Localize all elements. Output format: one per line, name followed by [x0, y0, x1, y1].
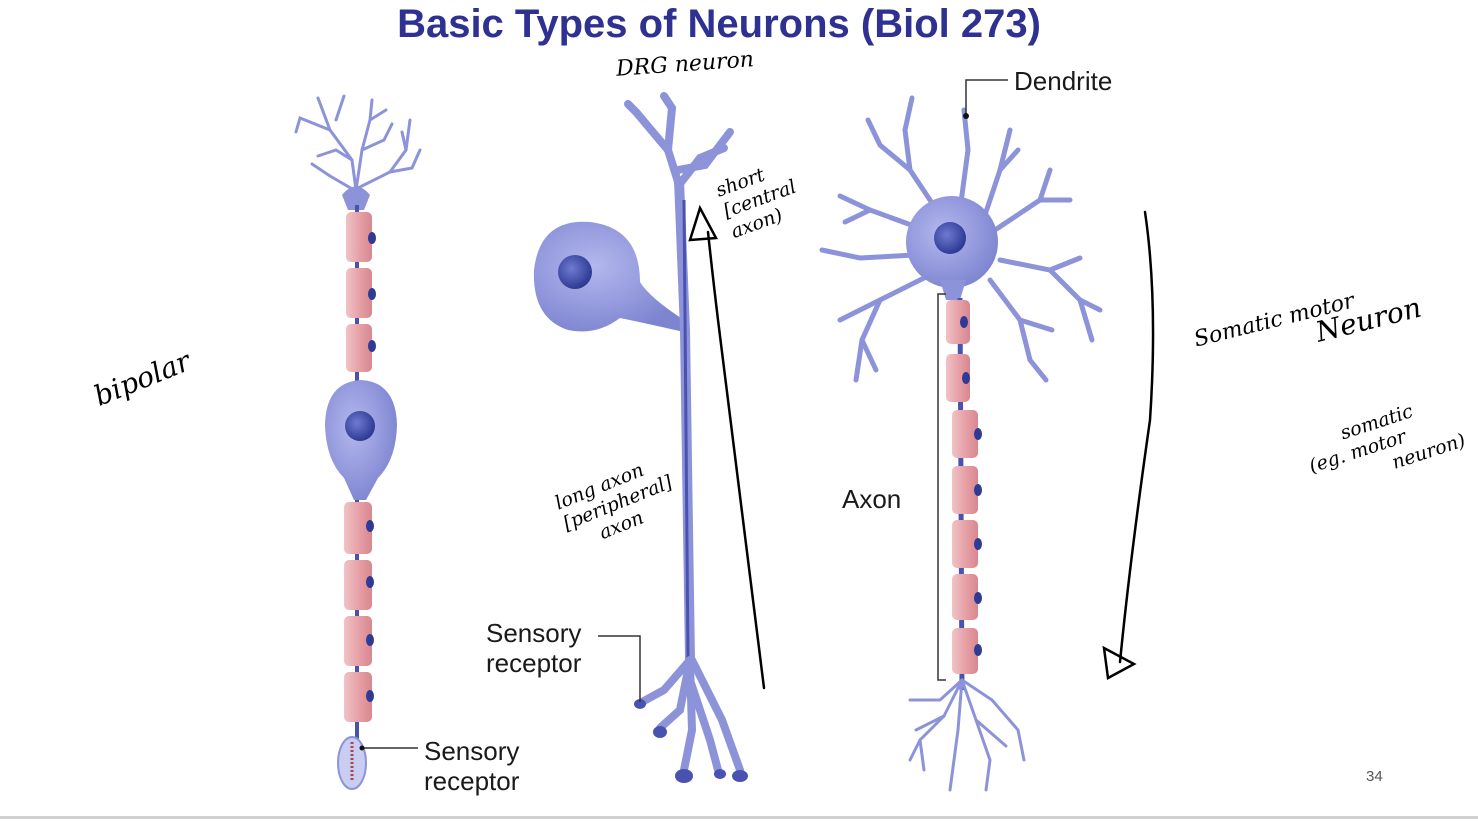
drg-receptor-line1: Sensory [486, 618, 582, 648]
bipolar-receptor-line2: receptor [424, 766, 520, 796]
bipolar-receptor-label: Sensory receptor [424, 736, 519, 796]
multipolar-dendrites [819, 95, 1103, 383]
bipolar-receptor-line1: Sensory [424, 736, 520, 766]
page-number: 34 [1366, 768, 1383, 785]
drg-neuron [533, 92, 748, 783]
bipolar-neuron [294, 94, 422, 790]
slide-title: Basic Types of Neurons (Biol 273) [397, 2, 1041, 46]
bipolar-dendrites [294, 94, 422, 192]
drg-receptor-line2: receptor [486, 648, 582, 678]
axon-terminals [908, 678, 1026, 792]
bipolar-lower-myelin [344, 502, 374, 722]
multipolar-neuron [819, 79, 1103, 792]
drg-receptor-label: Sensory receptor [486, 618, 581, 678]
multipolar-myelin [946, 300, 982, 674]
axon-label: Axon [842, 484, 902, 514]
handwritten-arrows [688, 204, 1155, 690]
bipolar-upper-myelin [346, 212, 376, 372]
dendrite-label: Dendrite [1014, 66, 1113, 96]
